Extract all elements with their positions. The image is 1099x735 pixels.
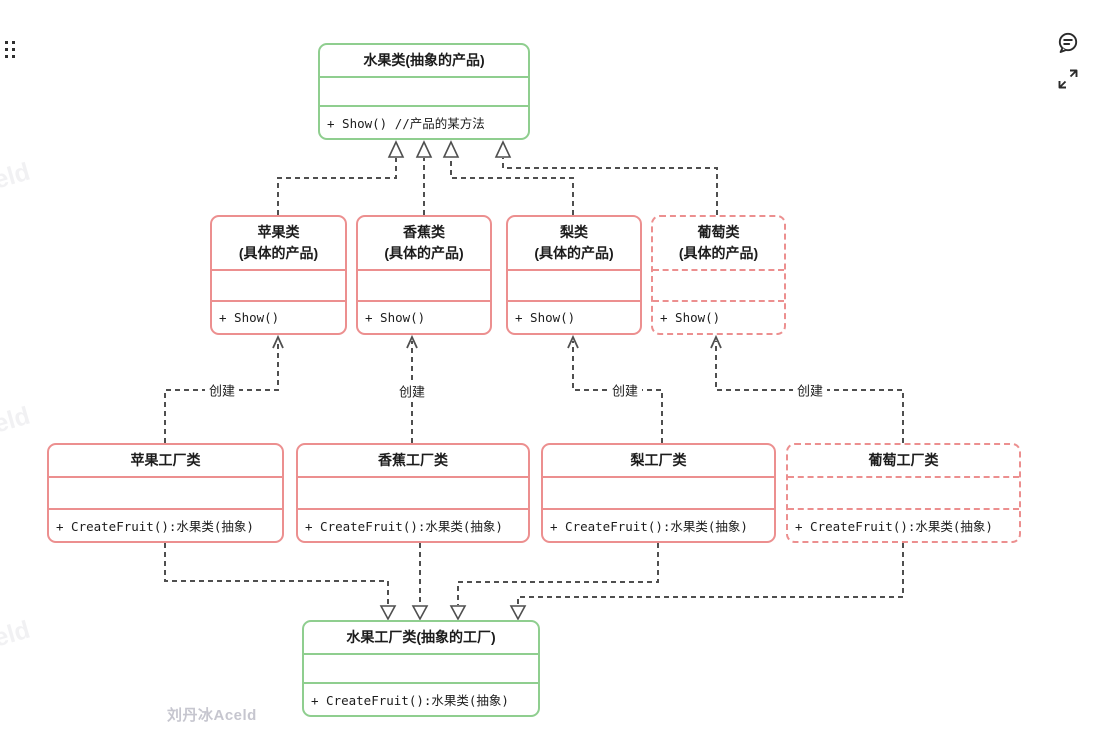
edge-pear-extends-fruit[interactable] (442, 140, 574, 215)
class-title: 梨工厂类 (630, 452, 687, 468)
edge-pear-factory-creates[interactable] (567, 334, 663, 443)
class-fields (508, 269, 640, 300)
edge-apple-factory-extends[interactable] (164, 543, 397, 621)
class-title: 香蕉工厂类 (378, 452, 448, 468)
class-methods: + Show() (358, 300, 490, 333)
expand-icon[interactable] (1055, 66, 1081, 92)
class-grape-product[interactable]: 葡萄类 (具体的产品) + Show() (651, 215, 786, 335)
class-apple-factory[interactable]: 苹果工厂类 + CreateFruit():水果类(抽象) (47, 443, 284, 543)
title-line: 葡萄类 (697, 224, 740, 240)
edge-grape-factory-extends[interactable] (509, 543, 904, 621)
class-fields (298, 476, 528, 508)
edge-label-create[interactable]: 创建 (607, 380, 643, 400)
edge-label-create[interactable]: 创建 (792, 380, 828, 400)
class-title: 苹果类 (具体的产品) (212, 217, 345, 269)
class-fields (543, 476, 774, 508)
class-pear-product[interactable]: 梨类 (具体的产品) + Show() (506, 215, 642, 335)
title-line: (具体的产品) (384, 245, 464, 261)
title-line: (具体的产品) (238, 245, 319, 261)
class-title: 水果工厂类(抽象的工厂) (346, 629, 496, 645)
class-title: 葡萄类 (具体的产品) (653, 217, 784, 269)
class-fields (653, 269, 784, 300)
class-title: 葡萄工厂类 (868, 452, 939, 468)
class-pear-factory[interactable]: 梨工厂类 + CreateFruit():水果类(抽象) (541, 443, 776, 543)
edge-grape-extends-fruit[interactable] (494, 140, 718, 215)
title-line: (具体的产品) (534, 245, 614, 261)
edge-label-create[interactable]: 创建 (204, 380, 240, 400)
class-fruit-abstract[interactable]: 水果类(抽象的产品) + Show() //产品的某方法 (318, 43, 530, 140)
class-title: 苹果工厂类 (130, 452, 201, 468)
class-fields (320, 76, 528, 105)
class-title: 水果类(抽象的产品) (363, 52, 485, 68)
class-methods: + CreateFruit():水果类(抽象) (298, 508, 528, 541)
class-methods: + Show() //产品的某方法 (320, 105, 528, 138)
class-title: 梨类 (具体的产品) (508, 217, 640, 269)
class-methods: + CreateFruit():水果类(抽象) (543, 508, 774, 541)
class-title: 香蕉类 (具体的产品) (358, 217, 490, 269)
class-methods: + CreateFruit():水果类(抽象) (304, 682, 538, 715)
title-line: 香蕉类 (403, 224, 445, 240)
edge-apple-extends-fruit[interactable] (277, 140, 405, 215)
class-fields (49, 476, 282, 508)
drag-handle-icon[interactable] (3, 38, 21, 62)
edge-banana-factory-extends[interactable] (411, 543, 429, 621)
class-fields (358, 269, 490, 300)
edge-pear-factory-extends[interactable] (449, 543, 659, 621)
class-methods: + Show() (653, 300, 784, 333)
class-fields (212, 269, 345, 300)
comment-icon[interactable] (1055, 30, 1081, 56)
class-fruit-factory-abstract[interactable]: 水果工厂类(抽象的工厂) + CreateFruit():水果类(抽象) (302, 620, 540, 717)
title-line: 苹果类 (257, 224, 300, 240)
title-line: 梨类 (560, 224, 588, 240)
class-fields (788, 476, 1019, 508)
class-grape-factory[interactable]: 葡萄工厂类 + CreateFruit():水果类(抽象) (786, 443, 1021, 543)
title-line: (具体的产品) (678, 245, 759, 261)
edge-banana-extends-fruit[interactable] (415, 140, 433, 215)
edge-banana-factory-creates[interactable] (406, 334, 418, 443)
class-banana-factory[interactable]: 香蕉工厂类 + CreateFruit():水果类(抽象) (296, 443, 530, 543)
class-methods: + CreateFruit():水果类(抽象) (788, 508, 1019, 541)
class-fields (304, 653, 538, 682)
class-apple-product[interactable]: 苹果类 (具体的产品) + Show() (210, 215, 347, 335)
class-methods: + Show() (212, 300, 345, 333)
author-watermark: 刘丹冰Aceld (167, 707, 257, 724)
edge-label-create[interactable]: 创建 (394, 381, 430, 401)
class-methods: + CreateFruit():水果类(抽象) (49, 508, 282, 541)
class-methods: + Show() (508, 300, 640, 333)
class-banana-product[interactable]: 香蕉类 (具体的产品) + Show() (356, 215, 492, 335)
